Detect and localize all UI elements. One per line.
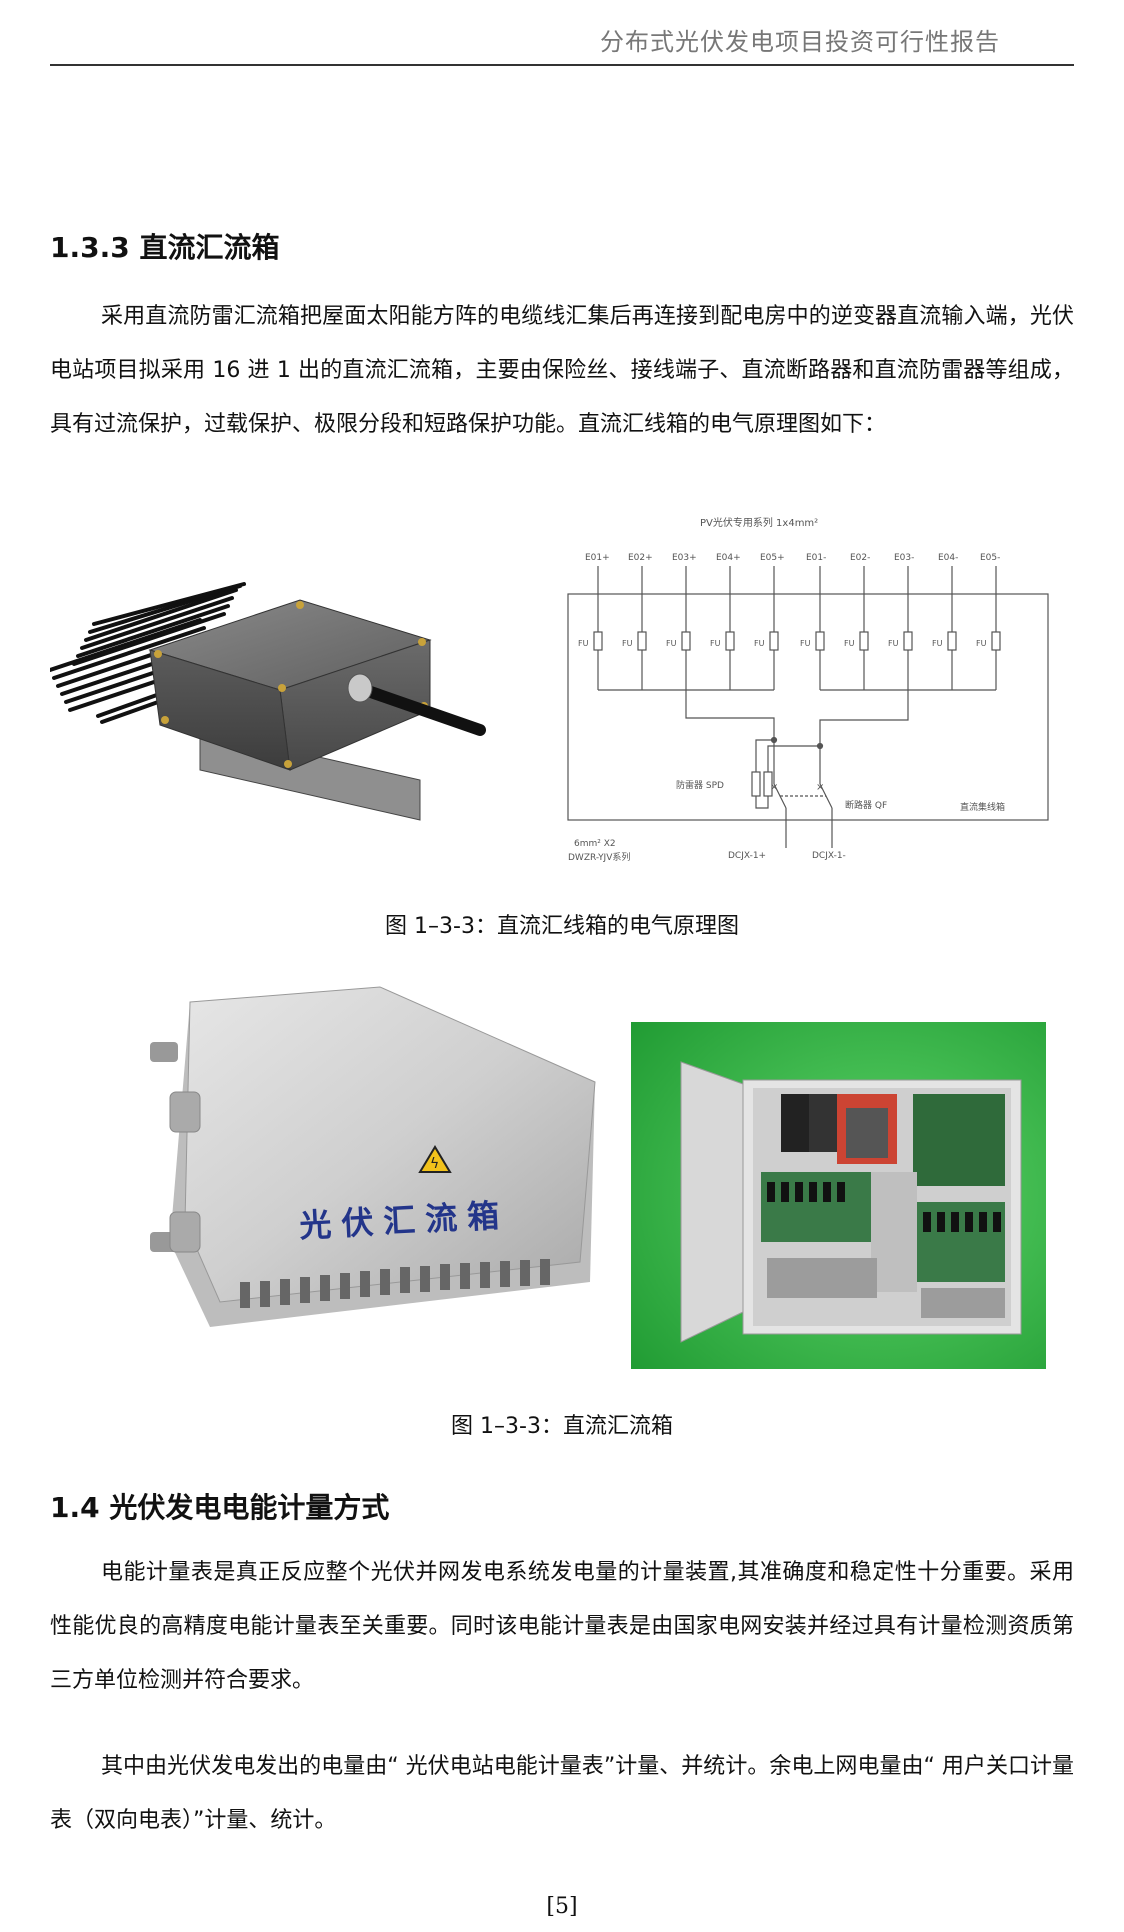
input-label: E03+ [672,553,697,563]
input-label: E05+ [760,553,785,563]
input-label: E04- [938,553,958,563]
header-rule [50,64,1074,66]
svg-text:×: × [816,782,824,793]
section-heading-1-3-3: 1.3.3 直流汇流箱 [50,231,280,264]
input-label: E02- [850,553,870,563]
fuse-label: FU [800,639,811,648]
fuse-label: FU [976,639,987,648]
fuse-label: FU [710,639,721,648]
input-label: E03- [894,553,914,563]
cable-label: PV光伏专用系列 1x4mm² [700,516,818,529]
input-label: E02+ [628,553,653,563]
cable-note: 6mm² X2 [574,839,616,849]
combiner-box-open-photo [631,1022,1046,1369]
fuse-label: FU [844,639,855,648]
input-label: E04+ [716,553,741,563]
section-paragraph-1-4-a: 电能计量表是真正反应整个光伏并网发电系统发电量的计量装置,其准确度和稳定性十分重… [50,1560,1074,1693]
combiner-box-render [48,580,500,830]
input-label: E05- [980,553,1000,563]
fuse-label: FU [622,639,633,648]
fuse-label: FU [666,639,677,648]
svg-text:×: × [770,782,778,793]
spd-label: 防雷器 SPD [676,779,724,791]
figure-caption-1: 图 1–3-3：直流汇线箱的电气原理图 [385,914,739,939]
box-label: 直流集线箱 [960,801,1005,813]
fuse-label: FU [754,639,765,648]
running-header: 分布式光伏发电项目投资可行性报告 [600,28,1000,56]
section-paragraph-1-3-3: 采用直流防雷汇流箱把屋面太阳能方阵的电缆线汇集后再连接到配电房中的逆变器直流输入… [50,304,1074,437]
output-positive-label: DCJX-1+ [728,851,766,861]
svg-text:ϟ: ϟ [430,1156,439,1172]
output-negative-label: DCJX-1- [812,851,846,861]
fuse-label: FU [932,639,943,648]
combiner-box-closed-photo: ϟ 光伏汇流箱 [150,982,600,1337]
figure-caption-2: 图 1–3-3：直流汇流箱 [451,1414,673,1439]
breaker-label: 断路器 QF [845,799,887,811]
page-number: [5] [546,1894,578,1919]
combiner-box-circuit-diagram: PV光伏专用系列 1x4mm² E01+ E02+ E03+ E04+ E05+… [560,508,1060,868]
input-label: E01+ [585,553,610,563]
section-heading-1-4: 1.4 光伏发电电能计量方式 [50,1491,390,1524]
fuse-label: FU [578,639,589,648]
fuse-label: FU [888,639,899,648]
cable-note: DWZR-YJV系列 [568,851,630,863]
input-label: E01- [806,553,826,563]
section-paragraph-1-4-b: 其中由光伏发电发出的电量由“ 光伏电站电能计量表”计量、并统计。余电上网电量由“… [50,1754,1074,1833]
